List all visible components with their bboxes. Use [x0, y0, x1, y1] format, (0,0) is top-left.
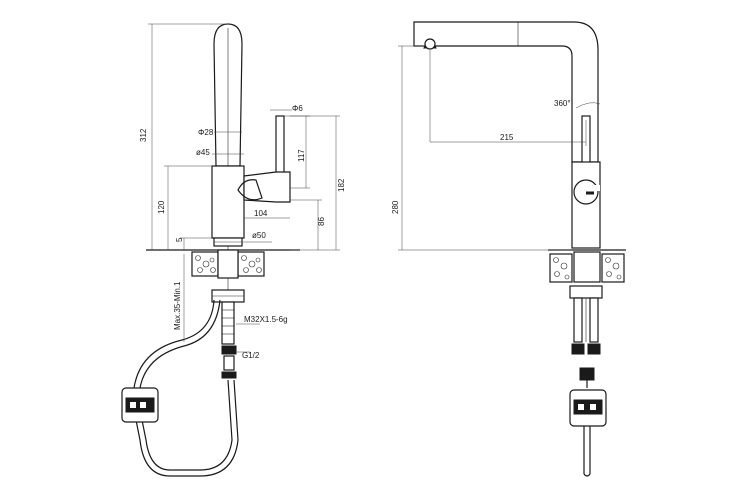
dim-g12: G1/2 [242, 351, 260, 360]
dim-86: 86 [317, 217, 326, 226]
handle-lever [275, 115, 285, 175]
dim-182: 182 [337, 178, 346, 192]
hose-connector [221, 345, 237, 355]
cartridge-housing [243, 171, 291, 203]
side-view: 312 120 5 Φ28 ø45 Φ6 117 182 104 86 ø50 … [121, 23, 346, 477]
dim-phi6: Φ6 [292, 104, 303, 113]
dim-117: 117 [297, 149, 306, 162]
dim-104: 104 [254, 209, 268, 218]
front-body [571, 161, 601, 249]
front-view: 360° 215 280 [391, 21, 626, 477]
dim-phi45: ø45 [196, 148, 210, 157]
logo-icon [573, 179, 599, 205]
faucet-body [211, 165, 245, 239]
dim-360: 360° [554, 99, 571, 108]
dim-215: 215 [500, 133, 514, 142]
dim-phi50: ø50 [252, 231, 266, 240]
dim-max35: Max.35-Min.1 [173, 281, 182, 330]
dim-5: 5 [175, 237, 184, 242]
dim-phi28: Φ28 [198, 128, 214, 137]
dim-312: 312 [139, 128, 148, 142]
threaded-shank [221, 301, 235, 345]
dim-280: 280 [391, 200, 400, 214]
dim-m32: M32X1.5-6g [244, 315, 288, 324]
front-hose-connector [579, 367, 595, 381]
dim-120: 120 [157, 200, 166, 214]
